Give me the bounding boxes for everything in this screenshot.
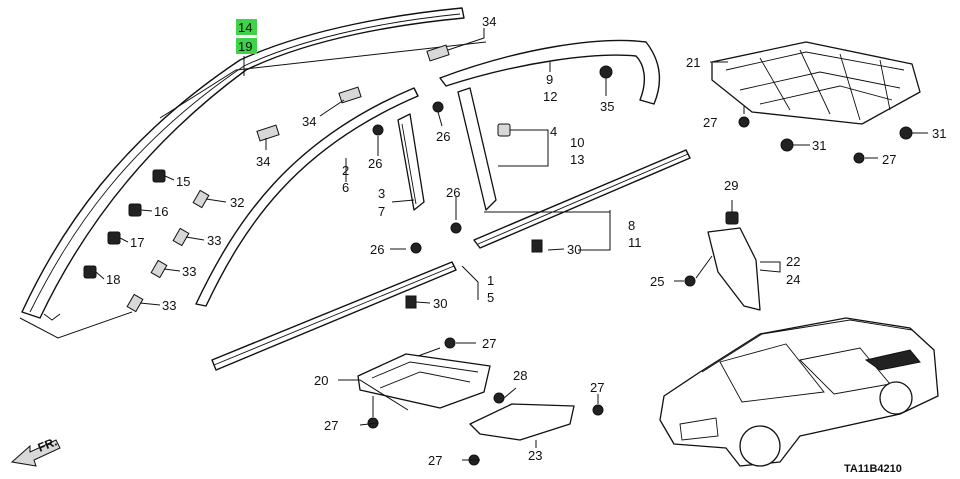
callout-31-b: 31 xyxy=(932,126,946,141)
fastener-26-d xyxy=(410,242,422,254)
callout-26-b: 26 xyxy=(436,129,450,144)
callout-14: 14 xyxy=(238,20,252,35)
fastener-27-e xyxy=(592,404,604,416)
callout-4: 4 xyxy=(550,124,557,139)
floor-undercover xyxy=(357,353,491,409)
fastener-27-b xyxy=(853,152,865,164)
callout-5: 5 xyxy=(487,290,494,305)
callout-27-b: 27 xyxy=(882,152,896,167)
clip-16 xyxy=(128,203,142,217)
clip-33-c xyxy=(126,293,144,313)
fastener-31-a xyxy=(780,138,794,152)
callout-26-c: 26 xyxy=(446,185,460,200)
clip-30-b xyxy=(405,295,417,309)
callout-17: 17 xyxy=(130,235,144,250)
rear-door-sash-molding xyxy=(439,39,661,105)
fastener-25 xyxy=(684,275,696,287)
fastener-27-c xyxy=(444,337,456,349)
callout-6: 6 xyxy=(342,180,349,195)
callout-8: 8 xyxy=(628,218,635,233)
rear-door-molding xyxy=(473,149,691,249)
callout-34-mid: 34 xyxy=(302,114,316,129)
callout-19: 19 xyxy=(238,39,252,54)
callout-20: 20 xyxy=(314,373,328,388)
callout-28: 28 xyxy=(513,368,527,383)
callout-12: 12 xyxy=(543,89,557,104)
callout-21: 21 xyxy=(686,55,700,70)
front-direction-arrow-icon xyxy=(10,439,61,467)
door-sash-molding xyxy=(195,87,419,307)
fastener-26-a xyxy=(372,124,384,136)
callout-15: 15 xyxy=(176,174,190,189)
clip-34-low xyxy=(256,124,280,142)
fastener-27-a xyxy=(738,116,750,128)
fastener-26-c xyxy=(450,222,462,234)
callout-27-f: 27 xyxy=(428,453,442,468)
splash-guard xyxy=(707,227,761,311)
clip-34-top xyxy=(426,44,450,62)
callout-11: 11 xyxy=(628,235,642,250)
b-pillar-garnish-front xyxy=(397,113,425,211)
callout-23: 23 xyxy=(528,448,542,463)
callout-31-a: 31 xyxy=(812,138,826,153)
highlight-19 xyxy=(236,38,257,54)
diagram-code: TA11B4210 xyxy=(844,463,902,475)
callout-10: 10 xyxy=(570,135,584,150)
fastener-28 xyxy=(493,392,505,404)
clip-15 xyxy=(152,169,166,183)
vehicle-illustration xyxy=(659,317,939,467)
callout-1: 1 xyxy=(487,273,494,288)
clip-30-a xyxy=(531,239,543,253)
callout-2: 2 xyxy=(342,163,349,178)
roof-molding xyxy=(21,7,465,321)
callout-35: 35 xyxy=(600,99,614,114)
callout-27-d: 27 xyxy=(324,418,338,433)
front-direction-label: FR. xyxy=(36,435,59,455)
callout-26-a: 26 xyxy=(368,156,382,171)
callout-30-b: 30 xyxy=(433,296,447,311)
fastener-31-b xyxy=(899,126,913,140)
clip-33-b xyxy=(150,259,168,279)
callout-24: 24 xyxy=(786,272,800,287)
callout-32: 32 xyxy=(230,195,244,210)
callout-25: 25 xyxy=(650,274,664,289)
callout-33-c: 33 xyxy=(162,298,176,313)
callout-3: 3 xyxy=(378,186,385,201)
callout-27-c: 27 xyxy=(482,336,496,351)
clip-4 xyxy=(497,123,511,137)
callout-33-b: 33 xyxy=(182,264,196,279)
clip-34-mid xyxy=(338,86,362,104)
clip-33-a xyxy=(172,227,190,247)
leader-lines xyxy=(95,28,928,461)
callout-34-top: 34 xyxy=(482,14,496,29)
fastener-35 xyxy=(599,65,613,79)
callout-16: 16 xyxy=(154,204,168,219)
fastener-29 xyxy=(725,211,739,225)
engine-undercover xyxy=(711,41,921,125)
callout-30-a: 30 xyxy=(567,242,581,257)
rear-undercover xyxy=(469,403,575,441)
callout-7: 7 xyxy=(378,204,385,219)
callout-27-e: 27 xyxy=(590,380,604,395)
clip-17 xyxy=(107,231,121,245)
callout-29: 29 xyxy=(724,178,738,193)
clip-32 xyxy=(192,189,210,209)
clip-18 xyxy=(83,265,97,279)
callout-27-a: 27 xyxy=(703,115,717,130)
callout-34-low: 34 xyxy=(256,154,270,169)
callout-26-d: 26 xyxy=(370,242,384,257)
highlight-14 xyxy=(236,19,257,35)
callout-22: 22 xyxy=(786,254,800,269)
b-pillar-garnish-rear xyxy=(457,87,497,211)
fastener-26-b xyxy=(432,101,444,113)
front-door-molding xyxy=(211,261,457,371)
roof-molding-outline xyxy=(19,41,487,339)
callout-13: 13 xyxy=(570,152,584,167)
callout-9: 9 xyxy=(546,72,553,87)
callout-18: 18 xyxy=(106,272,120,287)
callout-33-a: 33 xyxy=(207,233,221,248)
